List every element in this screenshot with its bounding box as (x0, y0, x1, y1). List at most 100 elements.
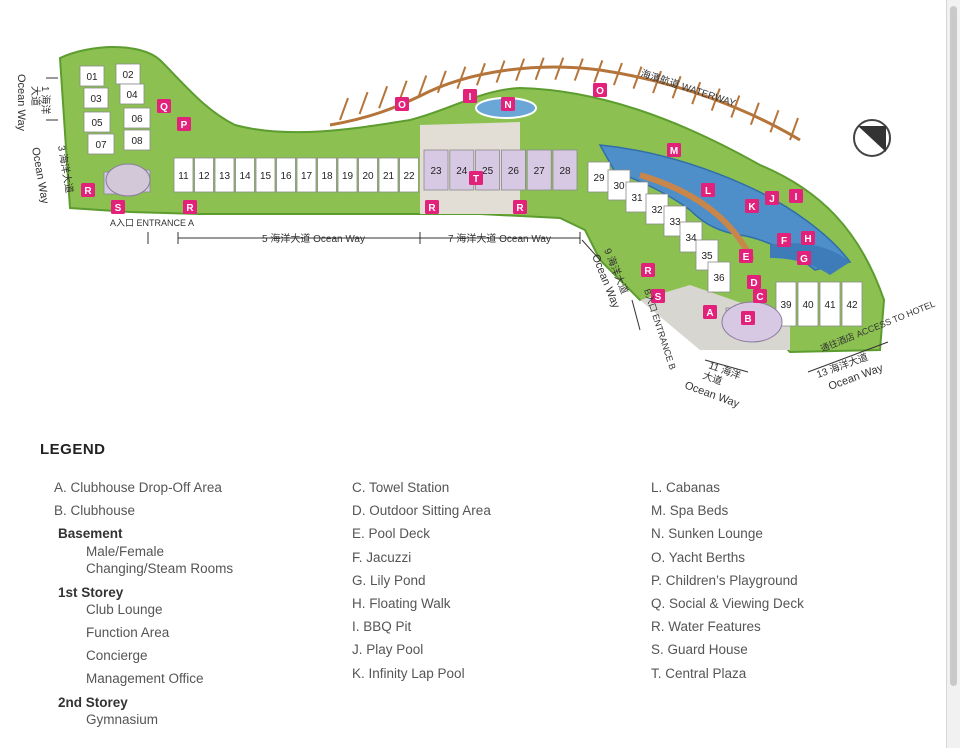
legend-item-col2-6: I. BBQ Pit (352, 619, 412, 635)
block-04 (119, 83, 145, 105)
facility-marker-4 (739, 249, 753, 263)
facility-marker-16 (593, 83, 607, 97)
block-label-02: 02 (122, 70, 134, 81)
block-label-20: 20 (362, 171, 374, 182)
block-label-22: 22 (403, 171, 415, 182)
legend-item-col2-4: G. Lily Pond (352, 572, 426, 588)
legend-item-col3-0: L. Cabanas (651, 480, 721, 495)
facility-marker-label-17: P (181, 120, 188, 131)
legend-item-col3-3: O. Yacht Berths (651, 549, 746, 565)
legend-item-col3-5: Q. Social & Viewing Deck (651, 596, 804, 611)
vertical-scrollbar[interactable] (947, 0, 960, 748)
facility-marker-19 (81, 183, 95, 197)
block-14 (235, 157, 255, 193)
legend-sub-first-3: Concierge (86, 648, 148, 663)
facility-marker-17 (177, 117, 191, 131)
facility-marker-18 (157, 99, 171, 113)
scrollbar-thumb[interactable] (950, 6, 957, 686)
block-28 (552, 149, 578, 191)
facility-marker-label-26: T (473, 174, 479, 185)
facility-marker-12 (701, 183, 715, 197)
facility-marker-label-0: A (706, 308, 713, 319)
road-label-3-en: Ocean Way (29, 146, 51, 205)
facility-marker-2 (753, 289, 767, 303)
block-13 (214, 157, 235, 193)
road-label-7: 7 海洋大道 Ocean Way (448, 232, 551, 245)
block-label-03: 03 (90, 94, 102, 105)
block-label-36: 36 (713, 273, 725, 284)
block-label-26: 26 (508, 166, 520, 177)
block-label-29: 29 (593, 173, 605, 184)
legend-sub-first-1: Club Lounge (86, 602, 163, 617)
legend-item-col2-3: F. Jacuzzi (352, 549, 412, 565)
facility-marker-label-3: D (750, 278, 757, 289)
facility-marker-0 (703, 305, 717, 319)
facility-marker-label-14: N (504, 100, 511, 111)
block-label-17: 17 (301, 171, 313, 182)
facility-marker-13 (667, 143, 681, 157)
legend-item-col3-8: T. Central Plaza (651, 665, 747, 681)
block-12 (194, 157, 214, 193)
block-label-05: 05 (91, 118, 103, 129)
facility-marker-label-23: R (644, 266, 652, 277)
block-05 (83, 111, 111, 133)
block-label-15: 15 (260, 171, 272, 182)
block-label-27: 27 (534, 166, 546, 177)
block-label-06: 06 (131, 114, 143, 125)
block-42 (841, 281, 863, 327)
block-15 (255, 157, 276, 193)
facility-marker-14 (501, 97, 515, 111)
block-36 (707, 261, 731, 293)
facility-marker-label-9: I (795, 192, 798, 203)
facility-marker-22 (513, 200, 527, 214)
block-03 (83, 87, 109, 109)
block-label-04: 04 (126, 90, 138, 101)
facility-marker-11 (745, 199, 759, 213)
block-11 (173, 157, 194, 193)
facility-marker-label-8: I (469, 92, 472, 103)
facility-marker-label-25: S (655, 292, 662, 303)
facility-marker-25 (651, 289, 665, 303)
road-label-5: 5 海洋大道 Ocean Way (262, 232, 365, 245)
block-07 (87, 133, 115, 155)
legend-sub-first-4: Management Office (86, 671, 204, 686)
block-08 (123, 129, 151, 151)
residential-blocks: 0102030405060708091011121314151617181920… (79, 63, 863, 335)
legend-item-col2-7: J. Play Pool (352, 642, 424, 658)
legend-sub-basement-2: Changing/Steam Rooms (86, 561, 234, 576)
block-26 (500, 149, 526, 191)
legend-heading-first: 1st Storey (58, 585, 124, 600)
north-arrow-icon: N (853, 119, 891, 157)
road-label-1-cn2: 大道 (29, 86, 42, 106)
legend-title: LEGEND (40, 441, 106, 458)
facility-marker-label-2: C (756, 292, 763, 303)
facility-marker-label-24: S (115, 203, 122, 214)
facility-marker-label-4: E (743, 252, 750, 263)
road-label-1-cn1: 1 海洋 (39, 86, 52, 114)
facility-marker-label-21: R (428, 203, 436, 214)
legend-item-col2-2: E. Pool Deck (352, 526, 431, 542)
block-label-07: 07 (95, 140, 107, 151)
legend-item-a: A. Clubhouse Drop-Off Area (54, 480, 222, 495)
facility-marker-label-19: R (84, 186, 92, 197)
facility-marker-1 (741, 311, 755, 325)
road-lines (46, 77, 889, 373)
block-label-21: 21 (383, 171, 395, 182)
facility-marker-6 (797, 251, 811, 265)
legend-item-b: B. Clubhouse (54, 503, 136, 518)
facility-marker-label-16: O (596, 86, 604, 97)
facility-marker-label-1: B (744, 314, 751, 325)
legend-item-col3-6: R. Water Features (651, 619, 761, 635)
facility-marker-10 (765, 191, 779, 205)
legend-heading-second: 2nd Storey (58, 695, 128, 710)
block-label-31: 31 (631, 193, 643, 204)
pool-deck (639, 172, 755, 262)
facility-marker-label-11: K (748, 202, 756, 213)
block-label-19: 19 (342, 171, 354, 182)
facility-marker-label-15: O (398, 100, 406, 111)
block-41 (819, 281, 841, 327)
legend-item-col2-0: C. Towel Station (352, 480, 450, 495)
block-label-11: 11 (178, 171, 189, 182)
legend-item-col2-1: D. Outdoor Sitting Area (352, 503, 491, 519)
legend-item-col3-1: M. Spa Beds (651, 503, 729, 519)
